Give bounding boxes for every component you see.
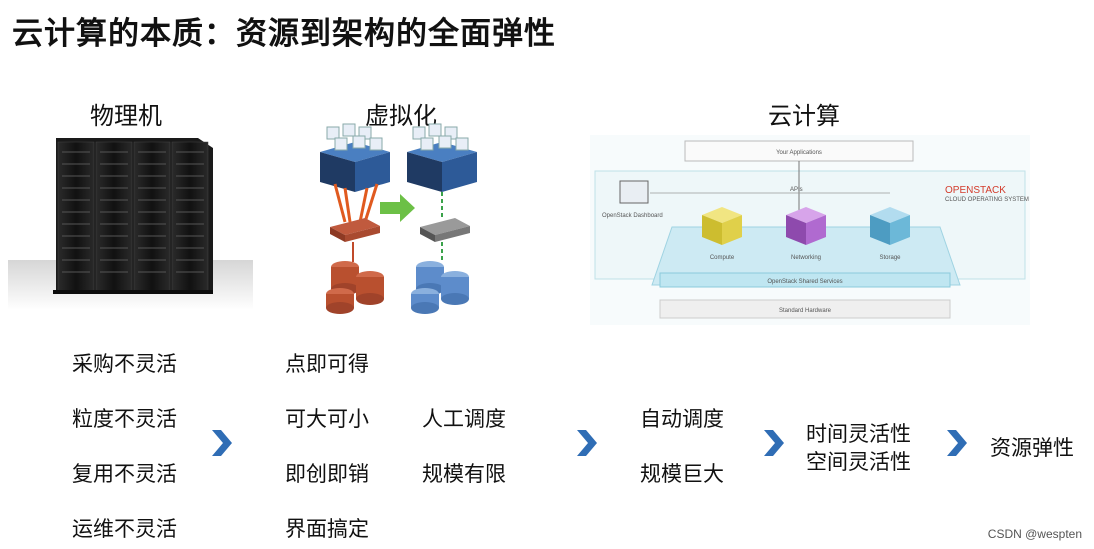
virt-item-3: 即创即销 <box>285 462 369 486</box>
openstack-diagram: Your Applications OPENSTACK CLOUD OPERAT… <box>590 135 1030 329</box>
openstack-brand: OPENSTACK <box>945 185 1006 196</box>
vm-cluster-right-icon <box>407 123 477 192</box>
heading-virtualization: 虚拟化 <box>365 102 437 130</box>
standard-hardware-label: Standard Hardware <box>779 308 832 314</box>
storage-cube-icon <box>870 207 910 245</box>
openstack-top-box: Your Applications <box>776 150 822 156</box>
virt-item-4: 界面搞定 <box>285 517 369 541</box>
compute-cube-icon <box>702 207 742 245</box>
virt-item-2: 可大可小 <box>285 407 369 431</box>
flexibility-time: 时间灵活性 <box>806 422 911 446</box>
flexibility-space: 空间灵活性 <box>806 450 911 474</box>
heading-physical: 物理机 <box>90 102 162 130</box>
openstack-brand-sub: CLOUD OPERATING SYSTEM <box>945 197 1029 203</box>
storage-label: Storage <box>879 255 901 261</box>
server-rack-image <box>8 130 253 314</box>
virt-item-6: 规模有限 <box>422 462 506 486</box>
virt-item-5: 人工调度 <box>422 407 506 431</box>
chevron-right-icon <box>210 430 232 460</box>
networking-label: Networking <box>791 255 821 261</box>
cloud-item-2: 规模巨大 <box>640 462 724 486</box>
physical-item-4: 运维不灵活 <box>72 517 177 541</box>
chevron-right-icon <box>945 430 967 460</box>
chevron-right-icon <box>575 430 597 460</box>
heading-cloud: 云计算 <box>768 102 840 130</box>
vm-cluster-left-icon <box>320 123 390 192</box>
chevron-right-icon <box>762 430 784 460</box>
shared-services-label: OpenStack Shared Services <box>767 279 842 285</box>
openstack-dashboard-label: OpenStack Dashboard <box>602 213 663 219</box>
disk-stack-right-icon <box>411 261 469 314</box>
page-title: 云计算的本质：资源到架构的全面弹性 <box>12 16 556 52</box>
disk-stack-left-icon <box>326 261 384 314</box>
networking-cube-icon <box>786 207 826 245</box>
openstack-apis: APIs <box>790 187 803 193</box>
physical-item-2: 粒度不灵活 <box>72 407 177 431</box>
virt-item-1: 点即可得 <box>285 352 369 376</box>
watermark: CSDN @wespten <box>987 527 1082 541</box>
physical-item-1: 采购不灵活 <box>72 352 177 376</box>
physical-item-3: 复用不灵活 <box>72 462 177 486</box>
result-resource-elasticity: 资源弹性 <box>990 436 1074 460</box>
compute-label: Compute <box>710 255 735 261</box>
green-arrow-icon <box>380 194 415 222</box>
virtualization-image <box>315 122 485 321</box>
cloud-item-1: 自动调度 <box>640 407 724 431</box>
